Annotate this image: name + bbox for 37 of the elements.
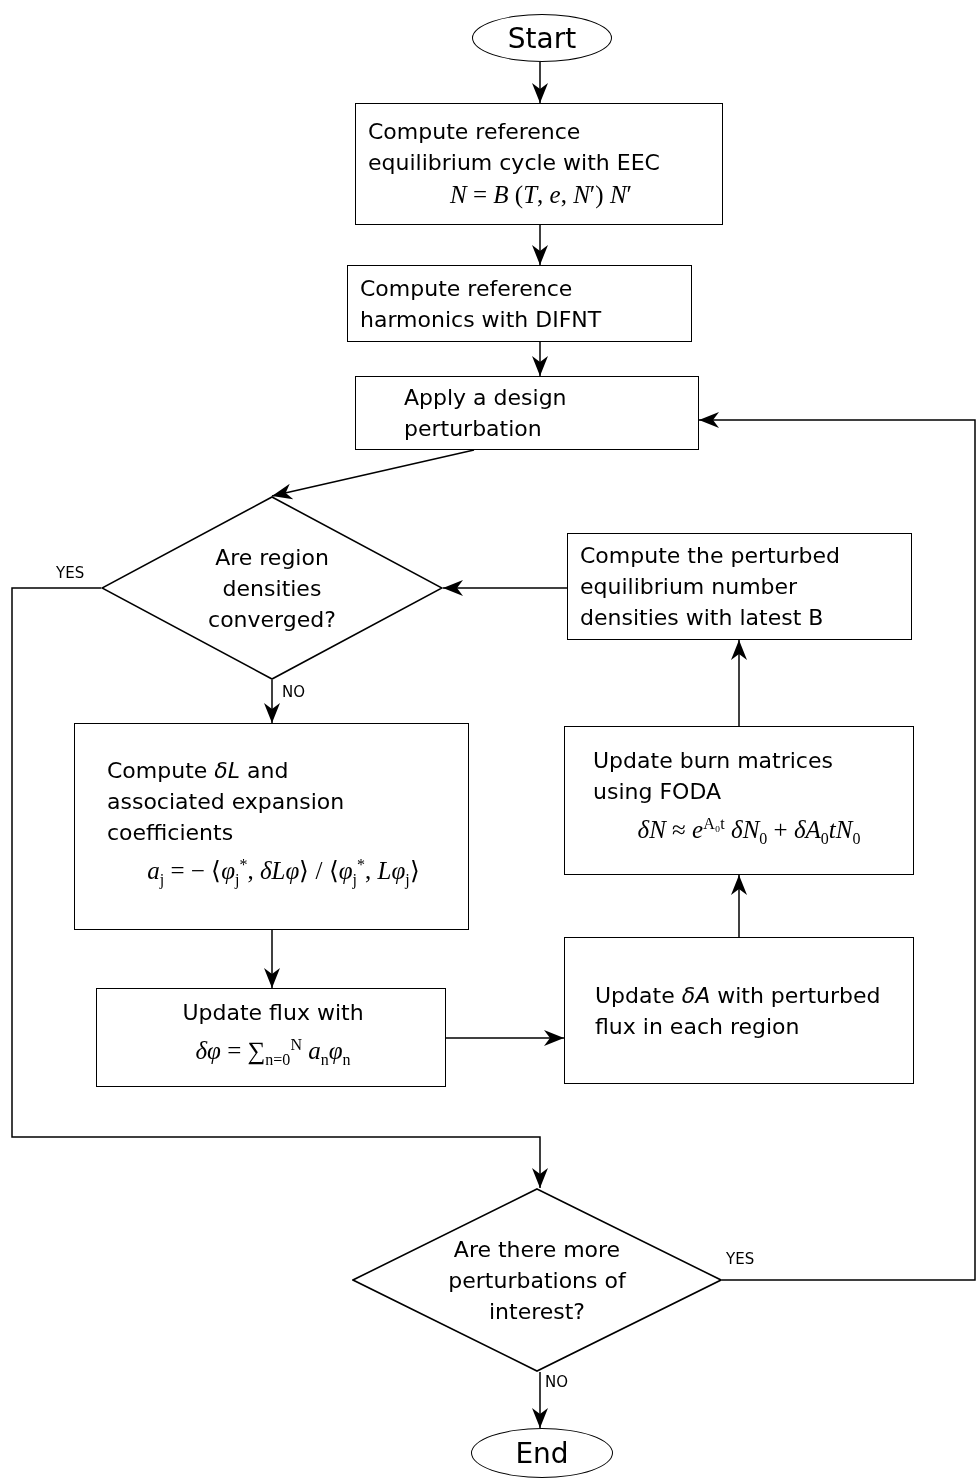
process-text: Update burn matrices using FODA xyxy=(593,746,834,806)
process-text: Apply a design perturbation xyxy=(404,384,568,443)
arrow xyxy=(442,580,568,596)
arrow xyxy=(731,874,747,938)
formula: a$_{j}$ = − ⟨φ$_{j}$$^{*}$, δLφ⟩ / ⟨φ$_{j}$$^{*}$, Lφ$_{j}$⟩ xyxy=(146,855,421,891)
decision-question: Are region densities converged? xyxy=(207,543,337,634)
arrow xyxy=(264,679,280,724)
arrow xyxy=(264,929,280,989)
process-box xyxy=(96,988,446,1087)
formula: δN ≈ e$^{A₀t}$ δN$_{0}$ + δA$_{0}$tN$_{0}$ xyxy=(636,813,862,850)
process-text: Compute reference equilibrium cycle with EEC xyxy=(368,118,661,177)
process-box xyxy=(564,726,914,875)
terminal-label: End xyxy=(515,1437,569,1469)
process-text: Compute reference harmonics with DIFNT xyxy=(360,274,603,334)
process-box xyxy=(564,937,914,1084)
arrow xyxy=(698,412,976,1281)
process-box xyxy=(567,533,912,640)
process-text: Compute the perturbed equilibrium number densities with latest B xyxy=(580,542,842,632)
process-box xyxy=(355,376,699,450)
decision-question: Are there more perturbations of interest? xyxy=(447,1235,628,1326)
process-text: Update flux with xyxy=(181,999,365,1028)
process-box xyxy=(347,265,692,342)
process-text: Compute δL and associated expansion coefficients xyxy=(107,757,346,848)
arrow xyxy=(532,1371,548,1429)
arrow xyxy=(271,449,475,500)
process-box xyxy=(74,723,469,930)
process-box xyxy=(355,103,723,225)
arrow xyxy=(532,224,548,266)
arrow xyxy=(445,1030,565,1046)
process-text: Update δA with perturbed flux in each region xyxy=(595,981,882,1041)
arrow xyxy=(532,341,548,377)
arrow xyxy=(532,61,548,104)
arrow xyxy=(731,639,747,727)
formula: δφ = ∑$_{n=0}$$^{N}$ a$_{n}$φ$_{n}$ xyxy=(194,1035,352,1071)
arrow xyxy=(11,587,548,1189)
formula: N = B (T, e, N′) N′ xyxy=(448,180,634,211)
terminal-label: Start xyxy=(507,22,577,54)
